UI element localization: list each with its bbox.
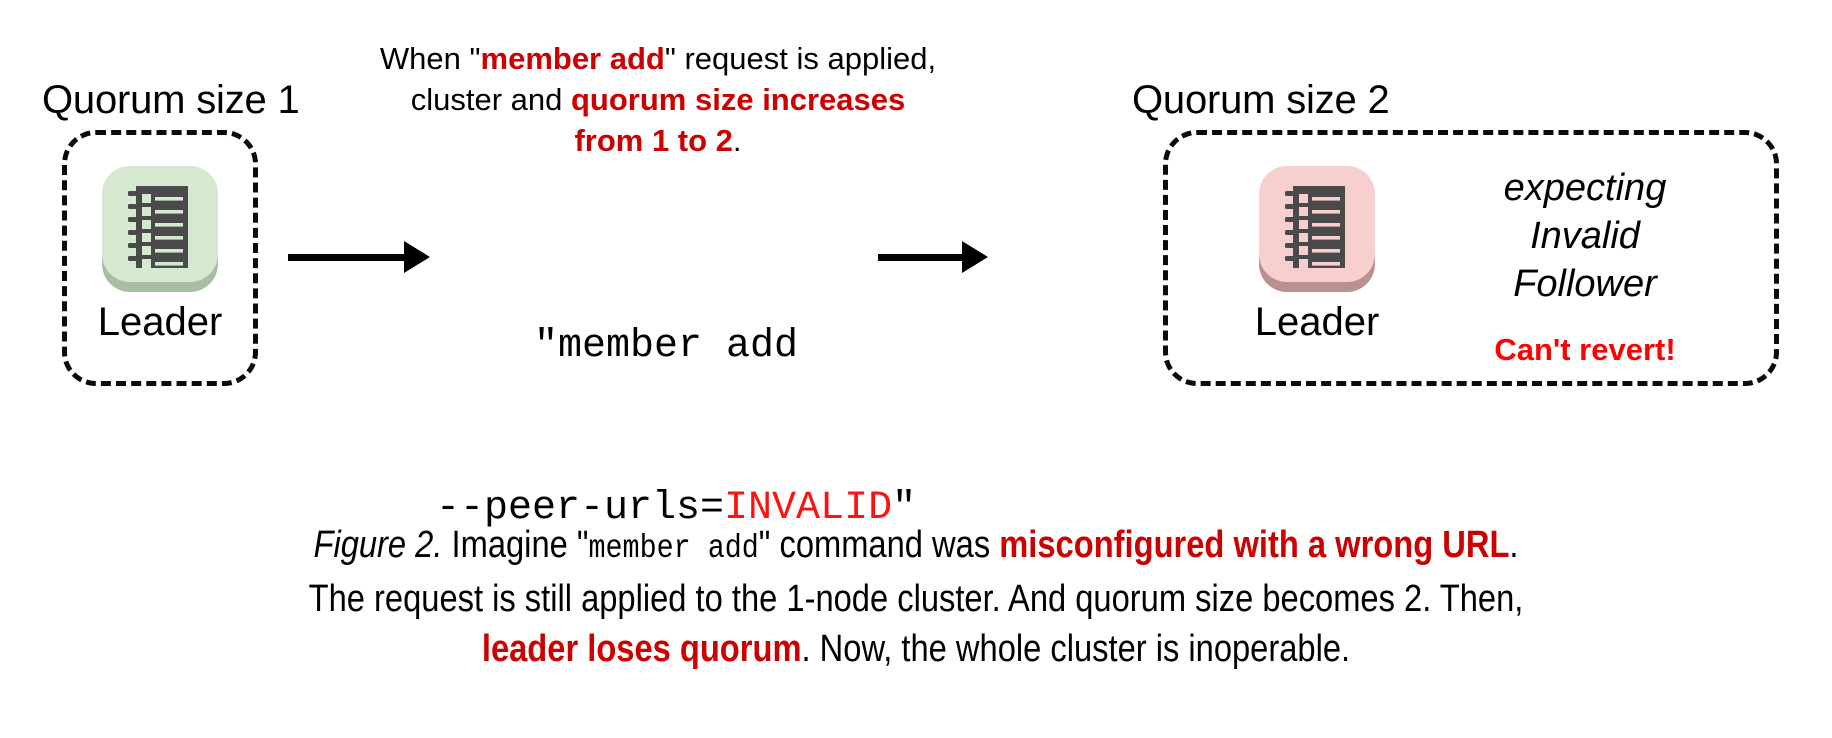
caption-line-3: leader loses quorum. Now, the whole clus… [481,628,1351,670]
caption-mono-command: member add [588,530,759,567]
left-quorum-size-label: Quorum size 1 [42,78,300,122]
arrow-shaft [878,254,966,261]
server-rack-glyph [128,186,188,268]
server-rack-icon [96,160,224,294]
arrow-head [962,241,988,273]
right-cluster-boundary [1163,130,1779,386]
left-cluster-boundary [62,130,258,386]
annotation-text: When "member add" request is applied, cl… [348,38,968,161]
caption-highlight-1: misconfigured with a wrong URL [999,524,1510,566]
arrow-head [404,241,430,273]
left-leader-node: Leader [96,160,224,345]
server-rack-glyph [1285,186,1345,268]
expecting-invalid-follower-note: expecting Invalid Follower [1503,167,1667,305]
annotation-line-3: from 1 to 2. [574,123,742,158]
right-node-label: Leader [1254,300,1380,344]
command-line-1: "member add [533,324,799,369]
figure-caption: Figure 2. Imagine "member add" command w… [163,520,1670,674]
right-leader-node: Leader [1253,160,1381,345]
annotation-line-1: When "member add" request is applied, [379,41,937,76]
right-quorum-size-label: Quorum size 2 [1132,78,1390,122]
caption-highlight-2: leader loses quorum [481,628,802,670]
command-line-2: --peer-urls=INVALID" [436,486,917,531]
command-text: "member add --peer-urls=INVALID" [436,212,917,644]
caption-line-1: Figure 2. Imagine "member add" command w… [313,524,1519,567]
invalid-token: INVALID [724,486,893,531]
figure-number: Figure 2. [313,524,443,566]
annotation-line-2: cluster and quorum size increases [410,82,906,117]
server-rack-icon [1253,160,1381,294]
caption-line-2: The request is still applied to the 1-no… [308,578,1524,620]
arrow-shaft [288,254,406,261]
left-node-label: Leader [97,300,223,344]
cant-revert-note: Can't revert! [1494,332,1676,367]
